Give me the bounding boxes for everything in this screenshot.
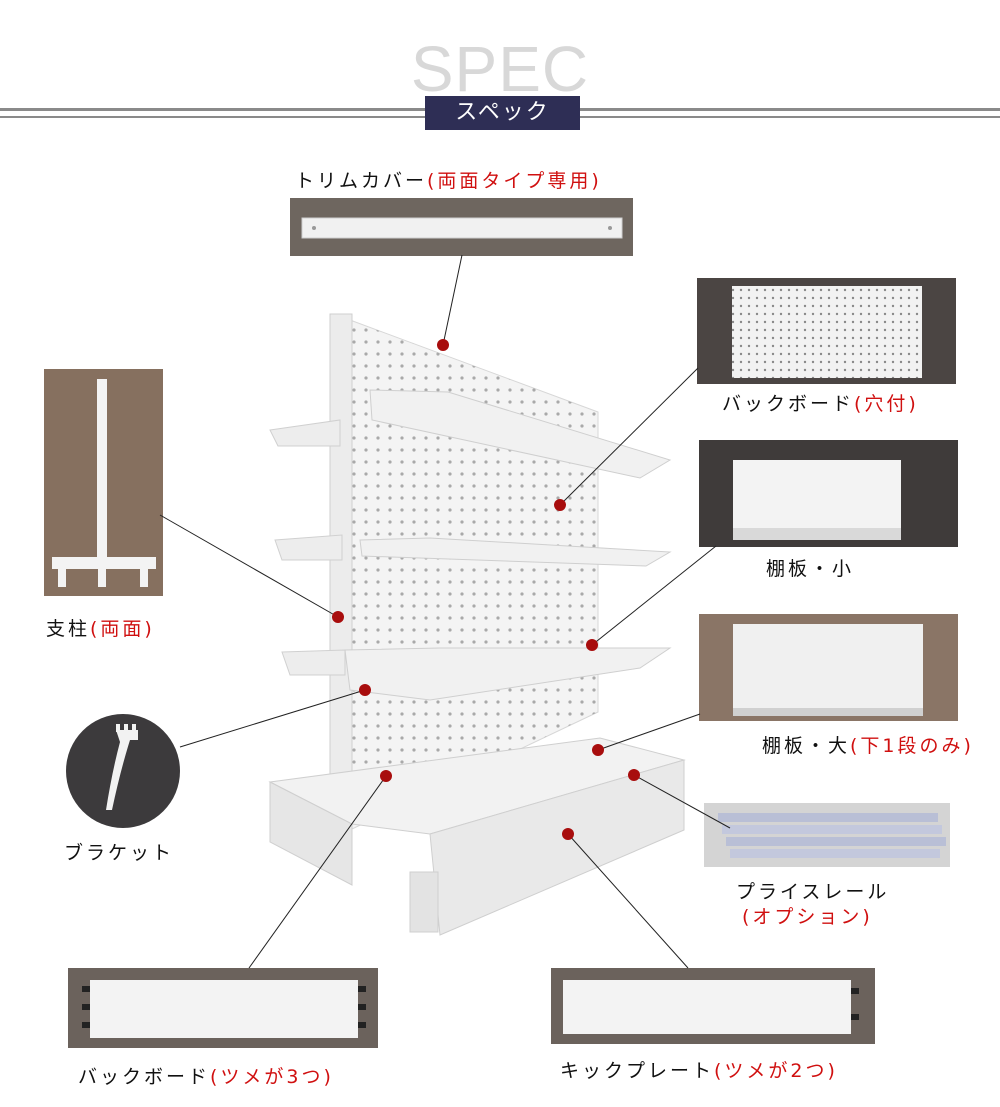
label-shelf-large: 棚板・大(下1段のみ) (762, 735, 974, 757)
photo-pillar (44, 369, 163, 596)
back-board-tabs-image (68, 968, 378, 1048)
photo-trim-cover (290, 198, 633, 256)
photo-bracket (64, 712, 182, 830)
price-rail-image (704, 803, 950, 867)
shelf-small-image (699, 440, 958, 547)
bracket-image (66, 714, 180, 828)
photo-back-board-holes (697, 278, 956, 384)
shelf-large-image (699, 614, 958, 721)
label-pillar: 支柱(両面) (46, 618, 155, 640)
photo-kick-plate (551, 968, 875, 1044)
label-kick-plate: キックプレート(ツメが2つ) (560, 1060, 838, 1082)
label-price-rail: プライスレール (736, 881, 890, 903)
label-bracket: ブラケット (64, 842, 175, 864)
photo-shelf-large (699, 614, 958, 721)
kick-plate-image (551, 968, 875, 1044)
photo-back-board-tabs (68, 968, 378, 1048)
back-board-holes-image (697, 278, 956, 384)
spec-badge: スペック (425, 96, 580, 130)
label-price-rail-note: (オプション) (742, 906, 873, 928)
trim-cover-image (290, 198, 633, 256)
spec-title: SPEC (410, 33, 590, 105)
label-shelf-small: 棚板・小 (766, 558, 855, 580)
label-back-board-tabs: バックボード(ツメが3つ) (78, 1066, 334, 1088)
photo-shelf-small (699, 440, 958, 547)
label-back-board-holes: バックボード(穴付) (722, 393, 919, 415)
pillar-image (44, 369, 163, 596)
photo-price-rail (704, 803, 950, 867)
label-trim-cover: トリムカバー(両面タイプ専用) (295, 170, 602, 192)
